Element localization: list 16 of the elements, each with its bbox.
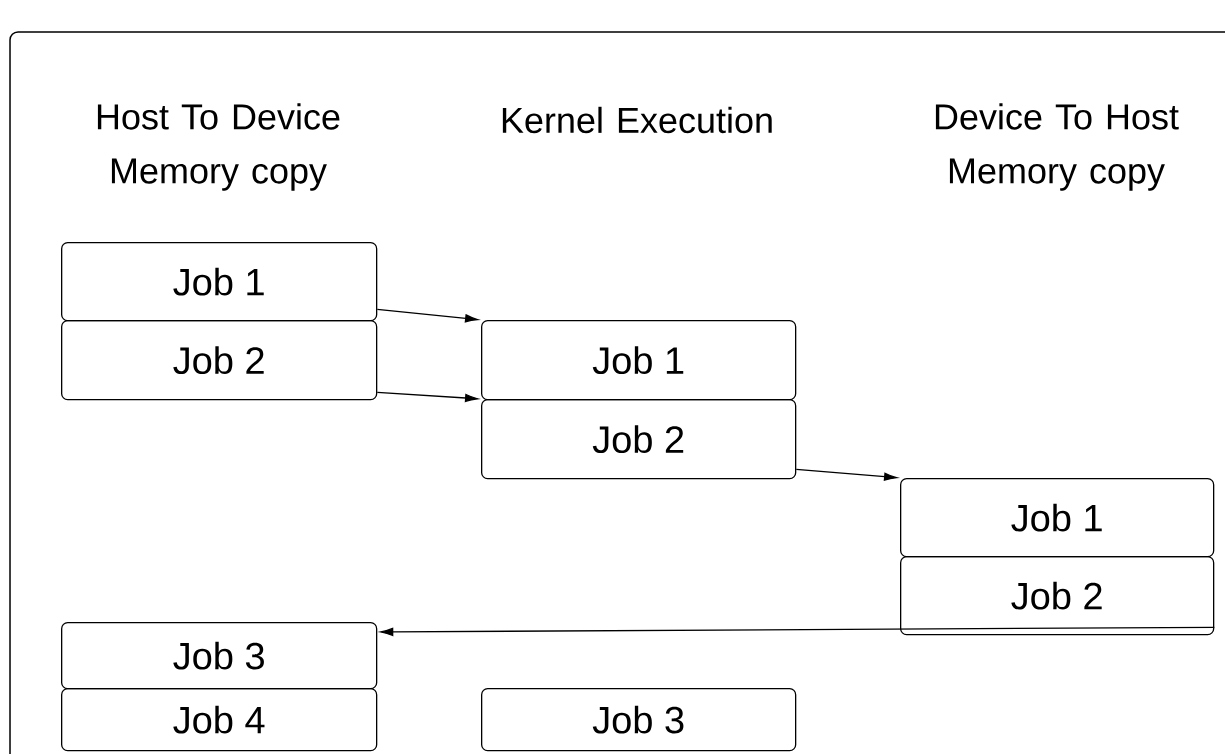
arrow [795,468,898,481]
job-box: Job 1 [481,320,797,401]
column-heading: Host To Device Memory copy [97,103,340,191]
arrow [376,308,479,323]
arrow [376,391,479,403]
job-box: Job 2 [61,320,378,401]
job-box: Job 2 [481,399,797,480]
job-box: Job 3 [481,688,797,752]
job-box: Job 2 [900,556,1215,636]
job-box: Job 4 [61,688,378,752]
job-box: Job 1 [61,242,378,322]
job-box: Job 1 [900,478,1215,558]
arrow [380,626,1215,637]
column-heading: Kernel Execution [502,106,772,134]
job-box: Job 3 [61,622,378,690]
column-heading: Device To Host Memory copy [935,103,1179,191]
